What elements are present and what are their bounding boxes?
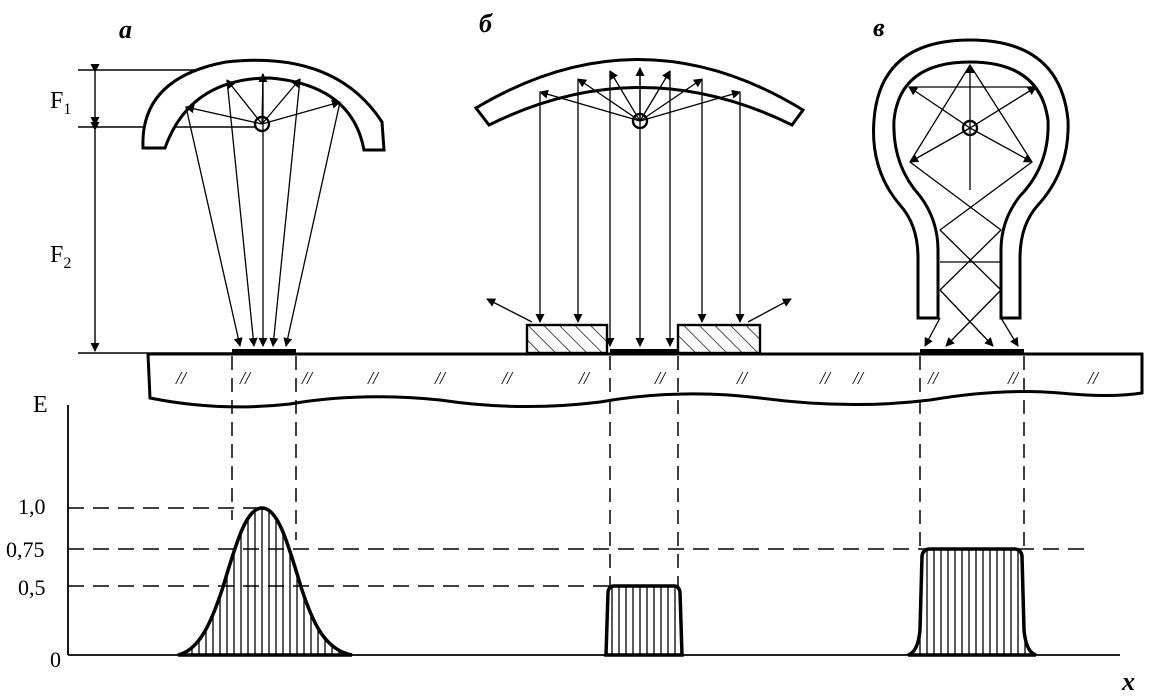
irradiance-curve-b <box>604 584 684 657</box>
svg-text://: // <box>367 368 380 388</box>
f1-label: F1 <box>50 88 71 118</box>
panel-label-a: а <box>119 15 132 44</box>
level-lines <box>68 507 1090 587</box>
svg-text://: // <box>175 368 188 388</box>
svg-text://: // <box>736 368 749 388</box>
tick-1-0: 1,0 <box>18 494 46 519</box>
svg-text://: // <box>501 368 514 388</box>
e-axis-label: E <box>33 392 48 418</box>
projection-lines <box>231 356 1025 590</box>
svg-text://: // <box>927 368 940 388</box>
tick-0-5: 0,5 <box>18 575 46 600</box>
f2-label: F2 <box>50 242 71 272</box>
x-axis-label: x <box>1121 667 1135 696</box>
svg-text://: // <box>654 368 667 388</box>
substrate: // // // // // // // // // // // // // /… <box>146 352 1144 409</box>
reflector-a <box>141 58 386 355</box>
svg-text://: // <box>1007 368 1020 388</box>
svg-text://: // <box>1087 368 1100 388</box>
irradiance-curve-a <box>177 506 353 657</box>
svg-text://: // <box>819 368 832 388</box>
svg-text://: // <box>852 368 865 388</box>
svg-text://: // <box>578 368 591 388</box>
origin-label: 0 <box>50 647 61 672</box>
tick-0-75: 0,75 <box>6 537 45 562</box>
panel-label-v: в <box>873 13 885 42</box>
svg-text://: // <box>434 368 447 388</box>
panel-label-b: б <box>479 9 493 38</box>
reflector-b <box>473 58 806 355</box>
reflector-v <box>872 38 1070 355</box>
svg-text://: // <box>239 368 252 388</box>
irradiance-curve-v <box>907 547 1037 657</box>
svg-text://: // <box>301 368 314 388</box>
